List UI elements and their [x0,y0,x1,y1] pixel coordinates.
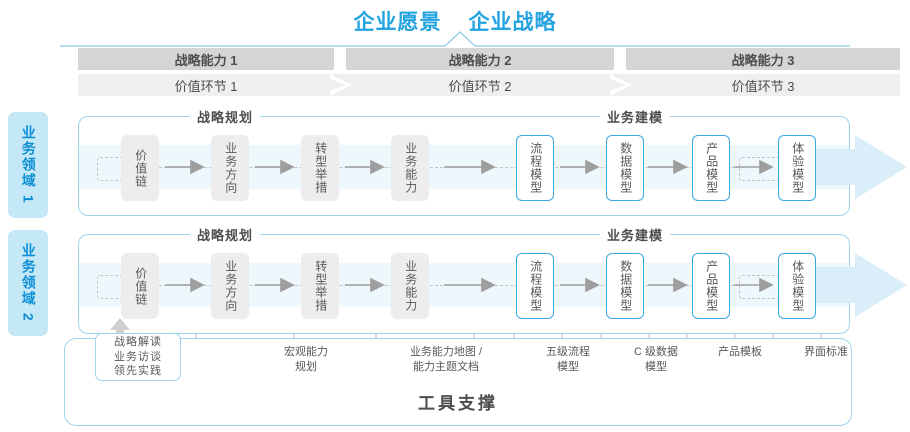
node-business-capability-2[interactable]: 业务能力 [391,253,429,319]
node-label: 产品模型 [704,260,719,312]
arrow-up-icon [110,318,130,342]
node-product-model-2[interactable]: 产品模型 [692,253,730,319]
node-transformation-2[interactable]: 转型举措 [301,253,339,319]
value-link-cell-3[interactable]: 价值环节 3 [626,74,900,96]
tool-label-product-template: 产品模板 [718,346,762,358]
node-business-direction-1[interactable]: 业务方向 [211,135,249,201]
node-label: 转型举措 [313,260,328,312]
node-process-model-2[interactable]: 流程模型 [516,253,554,319]
node-label: 价值链 [133,266,148,306]
node-data-model-2[interactable]: 数据模型 [606,253,644,319]
capability-cell-3[interactable]: 战略能力 3 [626,48,900,70]
tool-label-process-model: 五级流程模型 [546,346,590,373]
node-label: 转型举措 [313,142,328,194]
tool-label-capability-map: 业务能力地图 /能力主题文档 [409,346,483,373]
domain-row-1: 价值链 业务方向 转型举措 业务能力 流程模型 数据模型 产品模型 体验模型 [78,116,907,216]
node-business-direction-2[interactable]: 业务方向 [211,253,249,319]
peak-connector-icon [60,31,850,47]
arrow-right-icon [734,159,774,175]
tool-support-title: 工具支撑 [418,394,498,413]
title-vision: 企业愿景 [353,11,442,34]
node-label: 数据模型 [618,142,633,194]
node-label: 流程模型 [528,260,543,312]
value-link-cell-1[interactable]: 价值环节 1 [78,74,334,96]
arrow-right-icon [444,277,496,293]
dashed-connector-1 [139,167,739,168]
arrow-right-icon [165,159,205,175]
node-label: 业务能力 [403,260,418,312]
arrow-right-icon [255,159,295,175]
node-label: 业务方向 [223,260,238,312]
arrow-right-icon [648,159,688,175]
node-value-chain-1[interactable]: 价值链 [121,135,159,201]
arrow-right-icon [560,277,600,293]
node-data-model-1[interactable]: 数据模型 [606,135,644,201]
arrow-right-icon [255,277,295,293]
tool-label-macro-capability: 宏观能力规划 [284,346,328,373]
tool-pill-strategy-interpretation[interactable]: 战略解读业务访谈领先实践 [95,333,181,381]
value-link-cell-2[interactable]: 价值环节 2 [346,74,614,96]
capability-cell-1[interactable]: 战略能力 1 [78,48,334,70]
group-caption-planning-1: 战略规划 [190,108,261,125]
node-label: 数据模型 [618,260,633,312]
group-caption-modeling-2: 业务建模 [600,226,671,243]
capability-cell-2[interactable]: 战略能力 2 [346,48,614,70]
node-process-model-1[interactable]: 流程模型 [516,135,554,201]
tool-label-data-model: C 级数据模型 [634,346,678,373]
sidebar-badge-domain-2[interactable]: 业务领域 2 [8,230,48,336]
domain-row-2: 价值链 业务方向 转型举措 业务能力 流程模型 数据模型 产品模型 体验模型 [78,234,907,334]
tool-support-box: 战略解读业务访谈领先实践 宏观能力规划 业务能力地图 /能力主题文档 五级流程模… [64,333,852,426]
node-transformation-1[interactable]: 转型举措 [301,135,339,201]
node-label: 体验模型 [790,142,805,194]
arrow-right-icon [165,277,205,293]
node-product-model-1[interactable]: 产品模型 [692,135,730,201]
diagram-title: 企业愿景 企业战略 [0,6,910,36]
node-label: 业务方向 [223,142,238,194]
node-value-chain-2[interactable]: 价值链 [121,253,159,319]
node-experience-model-2[interactable]: 体验模型 [778,253,816,319]
title-strategy: 企业战略 [468,11,557,34]
sidebar-badge-domain-1-label: 业务领域 1 [20,125,37,205]
node-label: 流程模型 [528,142,543,194]
arrow-right-icon [444,159,496,175]
group-caption-modeling-1: 业务建模 [600,108,671,125]
sidebar-badge-domain-1[interactable]: 业务领域 1 [8,112,48,218]
group-caption-planning-2: 战略规划 [190,226,261,243]
dashed-connector-2 [139,285,739,286]
arrow-right-icon [345,277,385,293]
arrow-right-icon [734,277,774,293]
tool-label-ui-standard: 界面标准 [804,346,848,358]
arrow-right-icon [648,277,688,293]
node-label: 产品模型 [704,142,719,194]
node-label: 业务能力 [403,142,418,194]
node-business-capability-1[interactable]: 业务能力 [391,135,429,201]
node-experience-model-1[interactable]: 体验模型 [778,135,816,201]
arrow-right-icon [345,159,385,175]
node-label: 体验模型 [790,260,805,312]
arrow-right-icon [560,159,600,175]
sidebar-badge-domain-2-label: 业务领域 2 [20,243,37,323]
node-label: 价值链 [133,148,148,188]
